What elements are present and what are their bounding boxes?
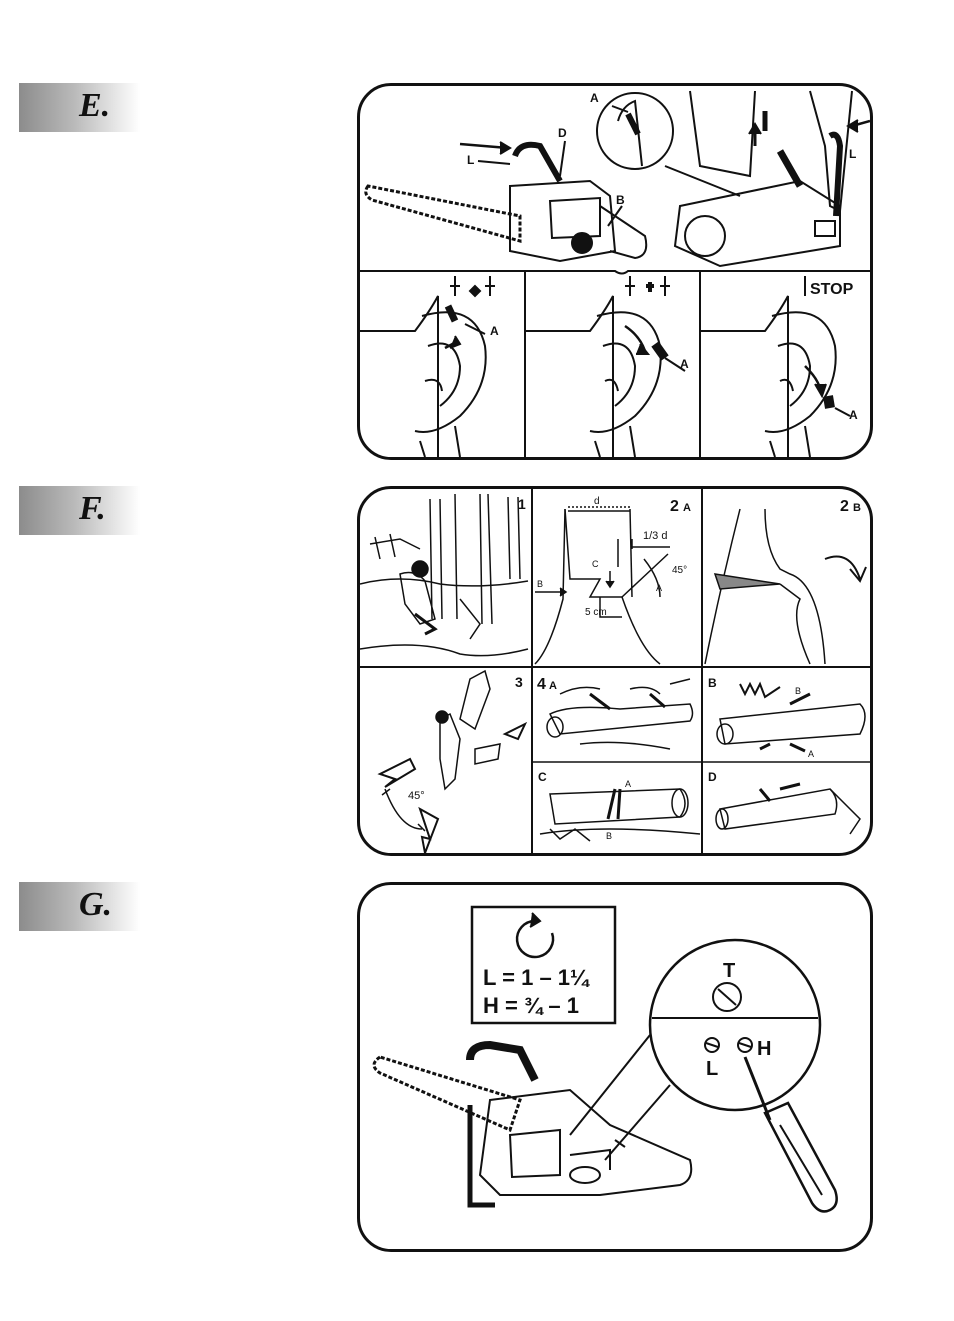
cell-c-label-a: A bbox=[625, 779, 631, 789]
worker-escape bbox=[439, 712, 461, 791]
cell-label-2b-sub: B bbox=[853, 502, 861, 514]
chain-bar bbox=[364, 184, 522, 243]
label-d: D bbox=[558, 126, 567, 140]
cell-label-d: D bbox=[708, 770, 717, 784]
label-a-callout: A bbox=[590, 91, 599, 105]
cell-b-label-b: B bbox=[795, 686, 801, 696]
screw-label-h: H bbox=[757, 1038, 771, 1060]
angle-45-escape: 45° bbox=[408, 790, 425, 802]
screw-label-l: L bbox=[706, 1058, 718, 1080]
label-a-pos3: A bbox=[849, 408, 858, 422]
cell-label-b: B bbox=[708, 676, 717, 690]
label-b: B bbox=[616, 193, 625, 207]
label-l-left: L bbox=[467, 153, 474, 167]
label-l-right: L bbox=[849, 147, 856, 161]
cell-label-c: C bbox=[538, 770, 547, 784]
section-tab-f: F. bbox=[19, 486, 140, 535]
chain-bar-g bbox=[372, 1055, 522, 1133]
cell-label-2b: 2 bbox=[840, 498, 849, 515]
dim-third-d: 1/3 d bbox=[643, 530, 667, 542]
carburetor-diagram: L = 1 – 1¼ H = ¾ – 1 T H L bbox=[372, 905, 838, 1213]
illustration-panel-f: 1 2 A d 1/3 d C 45° A B 5 cm 2 B 3 45° 4… bbox=[357, 486, 873, 856]
label-a-pos1: A bbox=[490, 324, 499, 338]
screwdriver bbox=[743, 1056, 772, 1121]
saw-body-left bbox=[509, 179, 617, 263]
section-label-e: E. bbox=[79, 87, 111, 124]
falling-tree bbox=[459, 669, 491, 731]
section-tab-e: E. bbox=[19, 83, 140, 132]
setting-l: L = 1 – 1¼ bbox=[483, 965, 590, 990]
trunk-notch bbox=[564, 508, 661, 665]
adjust-magnifier bbox=[648, 938, 822, 1112]
section-label-g: G. bbox=[79, 886, 113, 923]
felling-diagram: 1 2 A d 1/3 d C 45° A B 5 cm 2 B 3 45° 4… bbox=[360, 489, 870, 853]
starting-diagram: A L D B L A A STOP A bbox=[360, 90, 870, 457]
forest-trees bbox=[429, 493, 521, 625]
angle-45-notch: 45° bbox=[672, 565, 687, 576]
setting-h: H = ¾ – 1 bbox=[483, 993, 579, 1018]
cell-label-1: 1 bbox=[518, 496, 526, 512]
cell-c-label-b: B bbox=[606, 831, 612, 841]
magnifier-callout bbox=[596, 92, 674, 170]
cell-label-3: 3 bbox=[515, 674, 523, 690]
label-a-pos2: A bbox=[680, 357, 689, 371]
screw-label-t: T bbox=[723, 960, 735, 982]
settings-box bbox=[470, 905, 617, 1025]
stop-label: STOP bbox=[810, 281, 854, 298]
label-b-notch: B bbox=[537, 579, 543, 589]
cell-label-2a-sub: A bbox=[683, 502, 691, 514]
cell-label-2a: 2 bbox=[670, 498, 679, 515]
dim-5cm: 5 cm bbox=[585, 607, 607, 618]
illustration-panel-e: A L D B L A A STOP A bbox=[357, 83, 873, 460]
log-4a bbox=[548, 703, 694, 735]
cell-b-label-a: A bbox=[808, 749, 814, 759]
cell-label-4a-sub: A bbox=[549, 680, 557, 692]
dim-d: d bbox=[594, 496, 600, 507]
rotation-icon bbox=[515, 919, 555, 959]
log-4b bbox=[719, 703, 866, 745]
operator-leg bbox=[689, 90, 756, 178]
cell-label-4a: 4 bbox=[537, 676, 546, 693]
section-tab-g: G. bbox=[19, 882, 140, 931]
saw-handle bbox=[466, 1040, 539, 1082]
label-c-notch: C bbox=[592, 559, 599, 569]
illustration-panel-g: L = 1 – 1¼ H = ¾ – 1 T H L bbox=[357, 882, 873, 1252]
saw-body-g bbox=[478, 1088, 693, 1196]
log-4d bbox=[719, 788, 838, 830]
label-a-notch: A bbox=[656, 583, 662, 593]
section-label-f: F. bbox=[79, 490, 106, 527]
